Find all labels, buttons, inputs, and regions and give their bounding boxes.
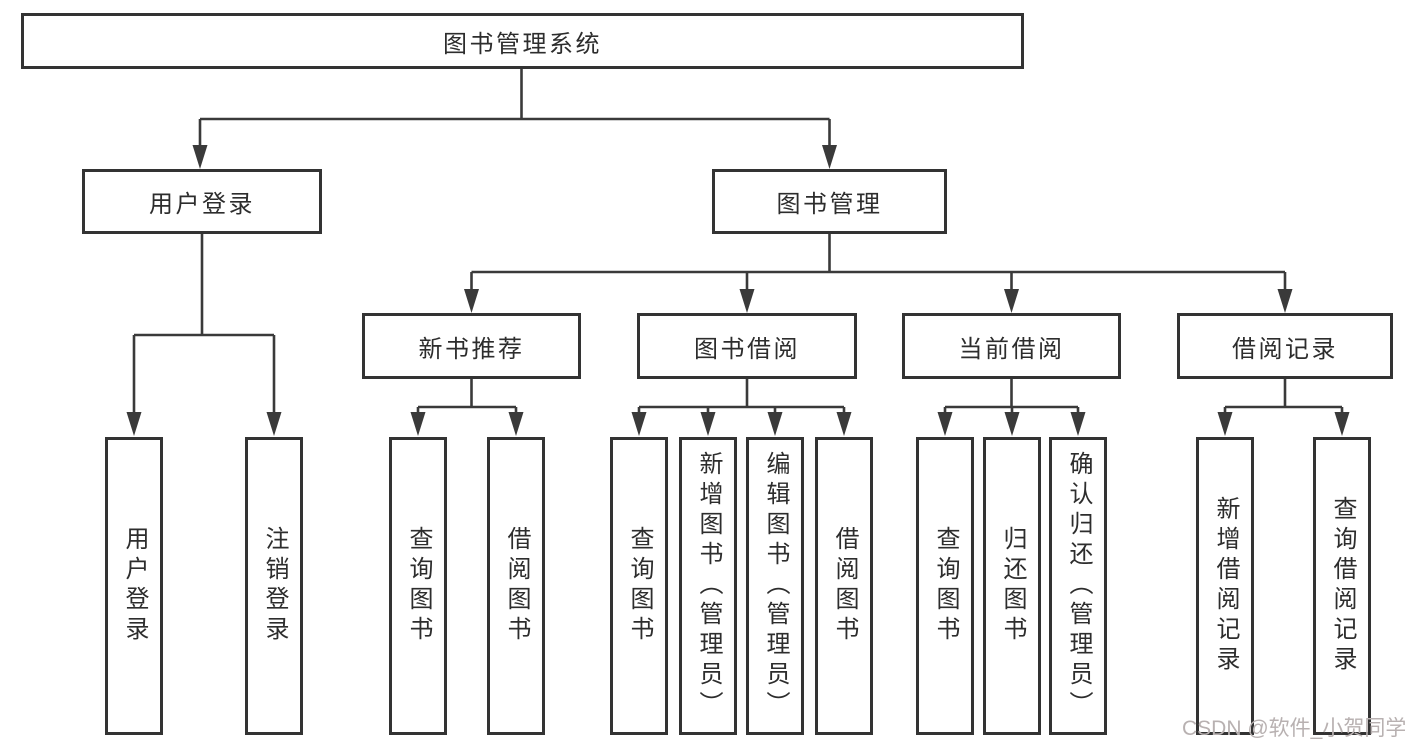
connector-root-to-level2	[192, 69, 837, 169]
node-user-login-label: 用户登录	[149, 191, 255, 218]
leaf-query-books-current-label: 查询图书	[932, 526, 959, 646]
leaf-logout-label: 注销登录	[261, 526, 288, 646]
node-new-book-recommend: 新书推荐	[362, 313, 581, 379]
leaf-query-books-current: 查询图书	[916, 437, 974, 735]
leaf-logout: 注销登录	[245, 437, 303, 735]
leaf-query-books-borrow: 查询图书	[610, 437, 668, 735]
node-root-label: 图书管理系统	[443, 30, 602, 58]
node-root: 图书管理系统	[21, 13, 1024, 69]
node-book-management: 图书管理	[712, 169, 947, 234]
leaf-return-books: 归还图书	[983, 437, 1041, 735]
node-current-borrow: 当前借阅	[902, 313, 1121, 379]
leaf-add-borrow-record: 新增借阅记录	[1196, 437, 1254, 735]
node-book-management-label: 图书管理	[776, 191, 883, 218]
connector-user-login-to-leaves	[126, 234, 282, 436]
node-borrow-records: 借阅记录	[1177, 313, 1393, 379]
leaf-add-book-admin-label: 新增图书（管理员）	[695, 451, 722, 721]
leaf-edit-book-admin: 编辑图书（管理员）	[746, 437, 804, 735]
leaf-add-book-admin: 新增图书（管理员）	[679, 437, 737, 735]
leaf-confirm-return-admin-label: 确认归还（管理员）	[1065, 451, 1092, 721]
leaf-borrow-books-recommend-label: 借阅图书	[503, 526, 530, 646]
leaf-query-books-recommend-label: 查询图书	[405, 526, 432, 646]
leaf-return-books-label: 归还图书	[999, 526, 1026, 646]
leaf-query-borrow-record: 查询借阅记录	[1313, 437, 1371, 735]
node-user-login: 用户登录	[82, 169, 322, 234]
leaf-user-login: 用户登录	[105, 437, 163, 735]
node-current-borrow-label: 当前借阅	[958, 335, 1065, 363]
connector-borrow-records-to-leaves	[1217, 379, 1350, 436]
leaf-query-borrow-record-label: 查询借阅记录	[1329, 496, 1356, 676]
leaf-query-books-borrow-label: 查询图书	[626, 526, 653, 646]
connector-current-borrow-to-leaves	[937, 379, 1086, 436]
csdn-watermark: CSDN @软件_小贺同学	[1182, 717, 1405, 740]
connector-book-borrow-to-leaves	[631, 379, 852, 436]
leaf-borrow-books: 借阅图书	[815, 437, 873, 735]
node-book-borrow: 图书借阅	[637, 313, 857, 379]
leaf-borrow-books-recommend: 借阅图书	[487, 437, 545, 735]
node-borrow-records-label: 借阅记录	[1232, 335, 1338, 363]
leaf-borrow-books-label: 借阅图书	[831, 526, 858, 646]
leaf-query-books-recommend: 查询图书	[389, 437, 447, 735]
connector-book-management-to-level3	[464, 234, 1293, 313]
leaf-add-borrow-record-label: 新增借阅记录	[1212, 496, 1239, 676]
node-new-book-recommend-label: 新书推荐	[418, 335, 525, 363]
leaf-edit-book-admin-label: 编辑图书（管理员）	[762, 451, 789, 721]
leaf-confirm-return-admin: 确认归还（管理员）	[1049, 437, 1107, 735]
leaf-user-login-label: 用户登录	[121, 526, 148, 646]
node-book-borrow-label: 图书借阅	[694, 335, 800, 363]
connector-new-book-recommend-to-leaves	[410, 379, 524, 436]
